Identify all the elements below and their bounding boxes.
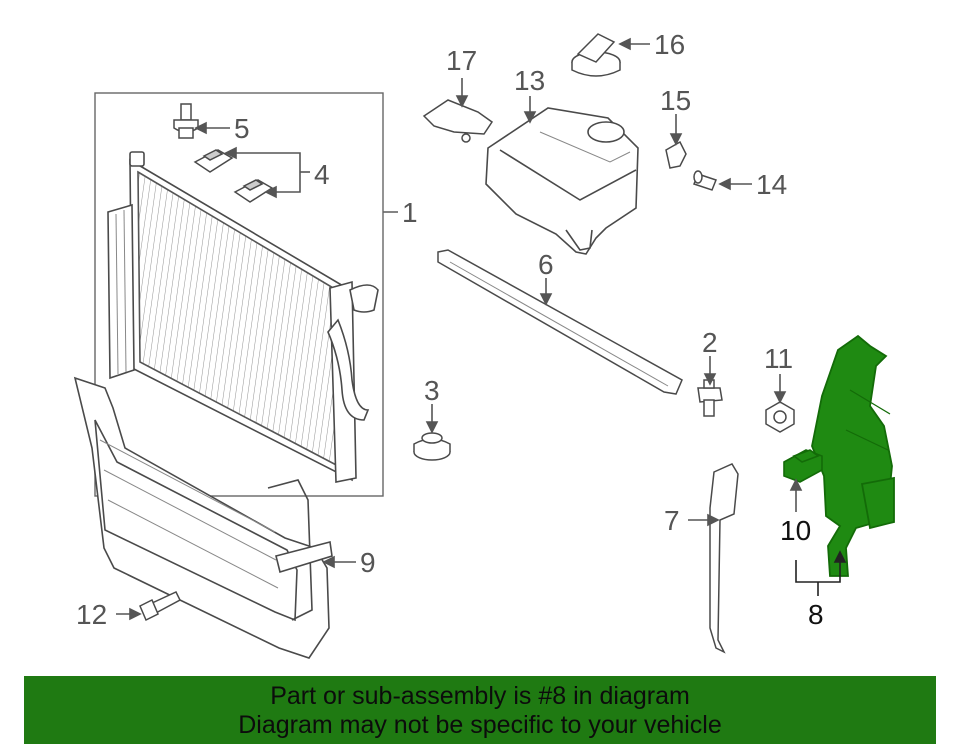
callout-16: 16 xyxy=(654,29,685,60)
callout-5: 5 xyxy=(234,113,250,144)
callout-2: 2 xyxy=(702,327,718,358)
callout-8: 8 xyxy=(808,599,824,630)
radiator-core xyxy=(107,151,379,483)
callout-17: 17 xyxy=(446,45,477,76)
callout-14: 14 xyxy=(756,169,787,200)
callout-1: 1 xyxy=(402,197,418,228)
callout-13: 13 xyxy=(514,65,545,96)
banner-line-1: Part or sub-assembly is #8 in diagram xyxy=(270,682,690,710)
callout-12: 12 xyxy=(76,599,107,630)
part-9-carrier-frame xyxy=(73,376,333,659)
leader-lines xyxy=(116,37,847,621)
banner-line-2: Diagram may not be specific to your vehi… xyxy=(238,711,722,739)
part-11-nut xyxy=(765,401,795,433)
part-16-cap xyxy=(571,33,621,77)
part-14-sleeve xyxy=(693,170,717,191)
radiator-group-box xyxy=(94,92,384,497)
callout-3: 3 xyxy=(424,375,440,406)
callout-labels: 1 2 3 4 5 6 7 8 9 10 11 12 13 14 15 16 1… xyxy=(76,29,824,630)
part-4-brackets xyxy=(193,149,274,203)
info-banner: Part or sub-assembly is #8 in diagram Di… xyxy=(24,676,936,744)
part-6-seal xyxy=(437,249,683,395)
callout-4: 4 xyxy=(314,159,330,190)
part-5-bolt xyxy=(173,103,199,139)
part-15-clip xyxy=(665,140,687,169)
part-12-bolt xyxy=(139,591,181,622)
part-17-bracket xyxy=(422,99,494,143)
radiator-group xyxy=(94,92,398,497)
part-13-expansion-tank xyxy=(485,107,639,255)
callout-6: 6 xyxy=(538,249,554,280)
part-3-grommet xyxy=(413,432,451,461)
callout-11: 11 xyxy=(764,343,793,374)
part-7-side-seal xyxy=(709,463,739,654)
callout-7: 7 xyxy=(664,505,680,536)
callout-15: 15 xyxy=(660,85,691,116)
part-2-bolt xyxy=(697,379,723,417)
part-10-clip xyxy=(783,449,823,483)
callout-9: 9 xyxy=(360,547,376,578)
callout-10: 10 xyxy=(780,515,811,546)
part-8-air-duct xyxy=(811,334,895,577)
